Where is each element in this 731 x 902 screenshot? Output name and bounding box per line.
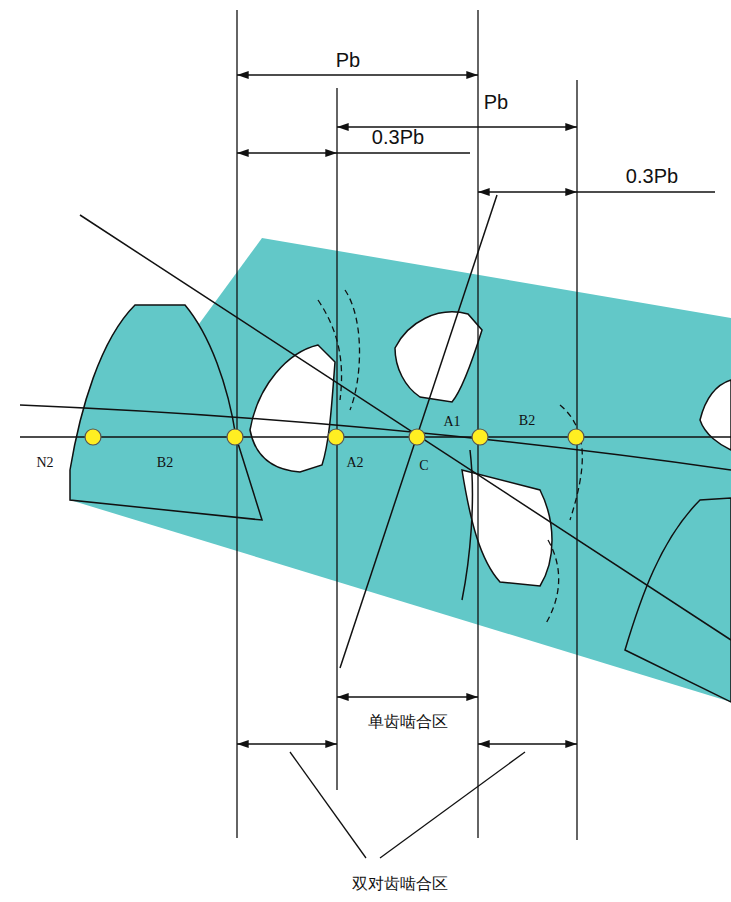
leader-line	[380, 752, 525, 858]
dimension-leader	[337, 152, 470, 153]
extension-line	[236, 10, 237, 838]
point-label: A1	[441, 414, 462, 430]
tooth-space	[250, 345, 335, 472]
dimension-line	[237, 152, 337, 153]
zone-label: 双对齿啮合区	[350, 875, 450, 893]
contact-point	[85, 429, 101, 445]
contact-point	[472, 429, 488, 445]
point-label: A2	[344, 455, 365, 471]
dimension-label: 0.3Pb	[624, 165, 680, 188]
extension-line	[477, 10, 478, 838]
tooth-space	[395, 312, 482, 402]
contact-point	[409, 429, 425, 445]
dimension-label: Pb	[334, 49, 362, 72]
dimension-line	[478, 191, 577, 192]
leader-line	[290, 752, 366, 858]
point-label: N2	[34, 455, 55, 471]
dimension-label: Pb	[482, 91, 510, 114]
contact-point	[227, 429, 243, 445]
point-label: B2	[517, 413, 537, 429]
zone-label: 单齿啮合区	[366, 713, 450, 731]
tooth-profile	[318, 300, 342, 400]
dimension-line	[237, 74, 478, 75]
tooth-space	[462, 470, 552, 586]
dimension-line	[478, 743, 577, 744]
dimension-label: 0.3Pb	[370, 126, 426, 149]
tooth-space	[700, 380, 731, 450]
centre-line	[340, 195, 497, 668]
extension-line	[576, 80, 577, 840]
tooth-profile	[462, 450, 472, 600]
dimension-line	[237, 743, 337, 744]
contact-point	[568, 429, 584, 445]
pitch-circle	[20, 405, 731, 470]
dimension-line	[337, 696, 478, 697]
line-of-action	[80, 215, 731, 640]
contact-point	[328, 429, 344, 445]
tooth-profile	[545, 540, 559, 625]
gear-tooth	[625, 498, 731, 702]
gear-band	[70, 238, 731, 702]
point-label: B2	[155, 455, 175, 471]
point-label: C	[417, 458, 430, 474]
contact-line	[20, 436, 731, 438]
tooth-profile	[560, 405, 582, 520]
dimension-leader	[577, 191, 715, 192]
